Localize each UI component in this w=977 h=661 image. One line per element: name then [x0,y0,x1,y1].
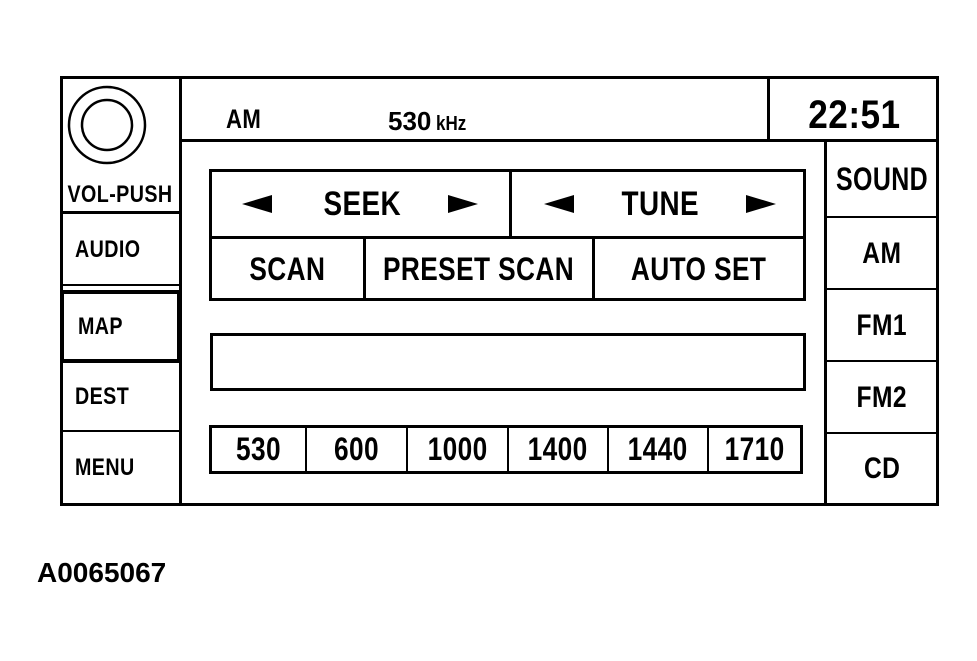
divider [363,237,366,301]
seek-back-icon[interactable] [242,195,272,213]
right-column-divider [824,140,827,506]
frequency-display: 530 kHz [388,106,467,136]
preset-button-3[interactable]: 1000 [408,428,509,471]
tune-label: TUNE [621,184,699,223]
divider [209,236,806,239]
am-button[interactable]: AM [862,236,902,270]
preset-bar: 530 600 1000 1400 1440 1710 [209,425,803,474]
station-info-display [210,333,806,391]
preset-button-1[interactable]: 530 [212,428,307,471]
scan-button[interactable]: SCAN [249,250,326,287]
seek-forward-icon[interactable] [448,195,478,213]
volume-knob[interactable] [66,84,148,166]
clock-divider [767,76,770,141]
auto-set-button[interactable]: AUTO SET [631,250,767,287]
divider [825,360,939,362]
control-panel [209,169,806,301]
preset-button-4[interactable]: 1400 [509,428,609,471]
tune-control: TUNE [512,172,803,236]
clock: 22:51 [807,92,901,137]
band-indicator: AM [226,104,262,134]
map-button[interactable]: MAP [60,290,181,363]
cd-button[interactable]: CD [863,452,901,485]
tune-up-icon[interactable] [746,195,776,213]
preset-button-5[interactable]: 1440 [609,428,709,471]
sound-button[interactable]: SOUND [835,161,929,197]
tune-down-icon[interactable] [544,195,574,213]
preset-button-2[interactable]: 600 [307,428,408,471]
volume-knob-icon [67,85,147,165]
divider [825,432,939,434]
dest-button[interactable]: DEST [75,383,130,410]
divider [825,288,939,290]
divider [60,284,181,286]
menu-button[interactable]: MENU [75,454,135,481]
audio-button[interactable]: AUDIO [75,236,141,263]
divider [60,430,181,432]
seek-label: SEEK [323,184,401,223]
divider [592,237,595,301]
vol-push-label: VOL-PUSH [67,181,173,208]
seek-control: SEEK [212,172,509,236]
fm2-button[interactable]: FM2 [856,380,908,414]
status-bar-divider [180,139,939,142]
seek-tune-divider [509,169,512,238]
figure-id: A0065067 [37,557,167,588]
divider [825,216,939,218]
preset-scan-button[interactable]: PRESET SCAN [383,250,575,287]
preset-button-6[interactable]: 1710 [724,431,785,467]
divider [60,211,181,214]
fm1-button[interactable]: FM1 [856,308,908,342]
